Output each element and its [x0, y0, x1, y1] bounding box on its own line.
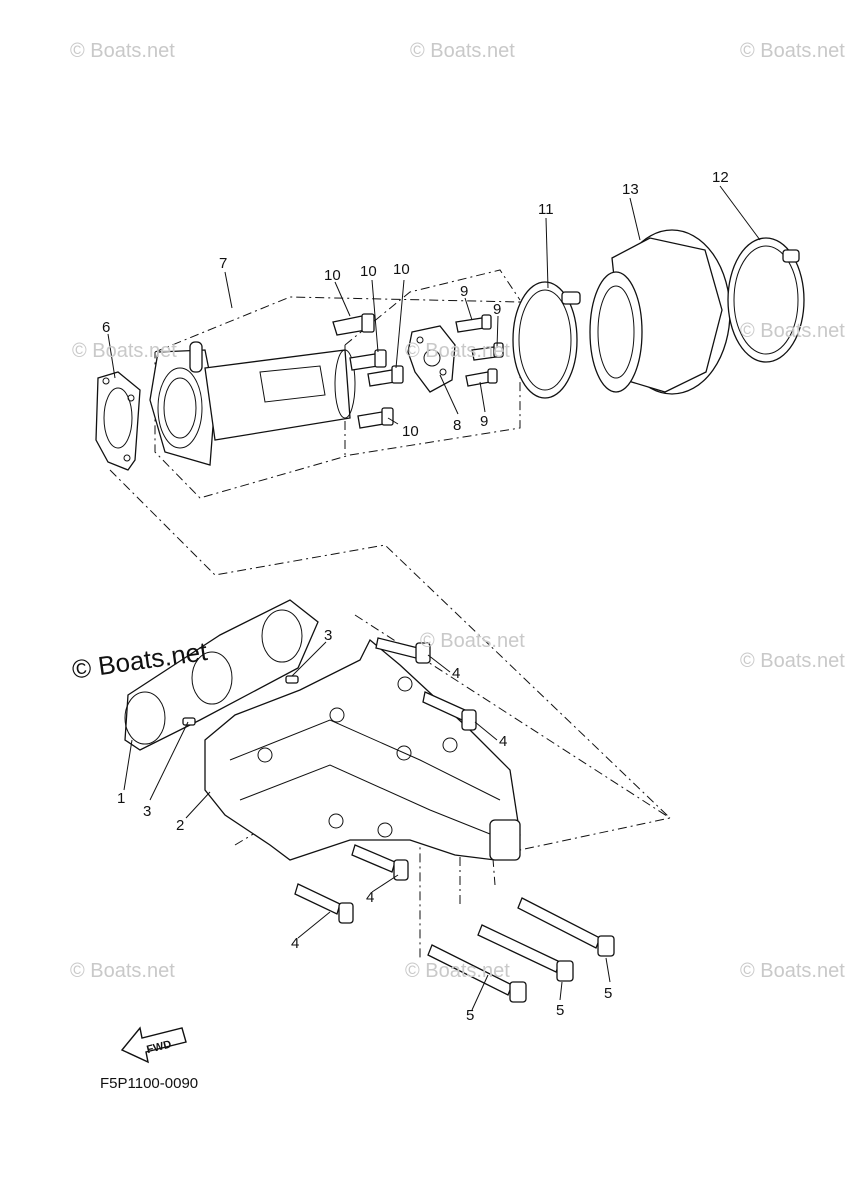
- callout-10d: 10: [402, 423, 419, 440]
- callout-9a: 9: [460, 283, 468, 300]
- watermark: © Boats.net: [405, 960, 510, 982]
- bolts-5: [427, 897, 615, 1003]
- leader-lines: [107, 185, 761, 1011]
- fwd-label: FWD: [145, 1038, 172, 1056]
- callout-9c: 9: [480, 413, 488, 430]
- watermark: © Boats.net: [410, 40, 515, 62]
- bolts-10: [332, 313, 404, 429]
- part-6-gasket: [95, 371, 141, 471]
- callout-11: 11: [538, 201, 554, 218]
- callout-10c: 10: [393, 261, 410, 278]
- callout-10b: 10: [360, 263, 377, 280]
- callout-5a: 5: [466, 1007, 474, 1024]
- callout-1: 1: [117, 790, 125, 807]
- callout-5c: 5: [604, 985, 612, 1002]
- callout-10a: 10: [324, 267, 341, 284]
- watermark: © Boats.net: [740, 40, 845, 62]
- watermark: © Boats.net: [70, 40, 175, 62]
- watermark: © Boats.net: [70, 960, 175, 982]
- fwd-arrow-icon: FWD: [120, 1026, 187, 1064]
- part-8-coupling: [407, 325, 456, 393]
- dowel-pins-3: [182, 675, 299, 726]
- part-1-manifold-gasket: [124, 599, 319, 751]
- part-12-clamp: [727, 237, 805, 363]
- watermark: © Boats.net: [740, 960, 845, 982]
- callout-9b: 9: [493, 301, 501, 318]
- callout-12: 12: [712, 169, 729, 186]
- callout-4d: 4: [291, 935, 299, 952]
- callout-4c: 4: [366, 889, 374, 906]
- callout-4a: 4: [452, 665, 460, 682]
- callout-8: 8: [453, 417, 461, 434]
- part-13-boot: [589, 229, 731, 395]
- watermark: © Boats.net: [405, 340, 510, 362]
- watermark: © Boats.net: [740, 320, 845, 342]
- bolts-9: [455, 314, 504, 387]
- part-11-clamp: [512, 281, 581, 399]
- callout-13: 13: [622, 181, 639, 198]
- callout-6: 6: [102, 319, 110, 336]
- callout-numbers: 1 2 3 3 4 4 4 4 5 5 5 6 7 8 9 9 9 10 10 …: [102, 169, 729, 1024]
- callout-5b: 5: [556, 1002, 564, 1019]
- callout-2: 2: [176, 817, 184, 834]
- watermark: © Boats.net: [72, 340, 177, 362]
- part-7-exhaust-pipe: [149, 341, 356, 466]
- bolts-4: [294, 637, 477, 924]
- callout-7: 7: [219, 255, 227, 272]
- watermark: © Boats.net: [740, 650, 845, 672]
- part-2-exhaust-manifold: [204, 638, 521, 861]
- callout-4b: 4: [499, 733, 507, 750]
- callout-3a: 3: [143, 803, 151, 820]
- diagram-code: F5P1100-0090: [100, 1075, 199, 1092]
- watermark: © Boats.net: [420, 630, 525, 652]
- callout-3b: 3: [324, 627, 332, 644]
